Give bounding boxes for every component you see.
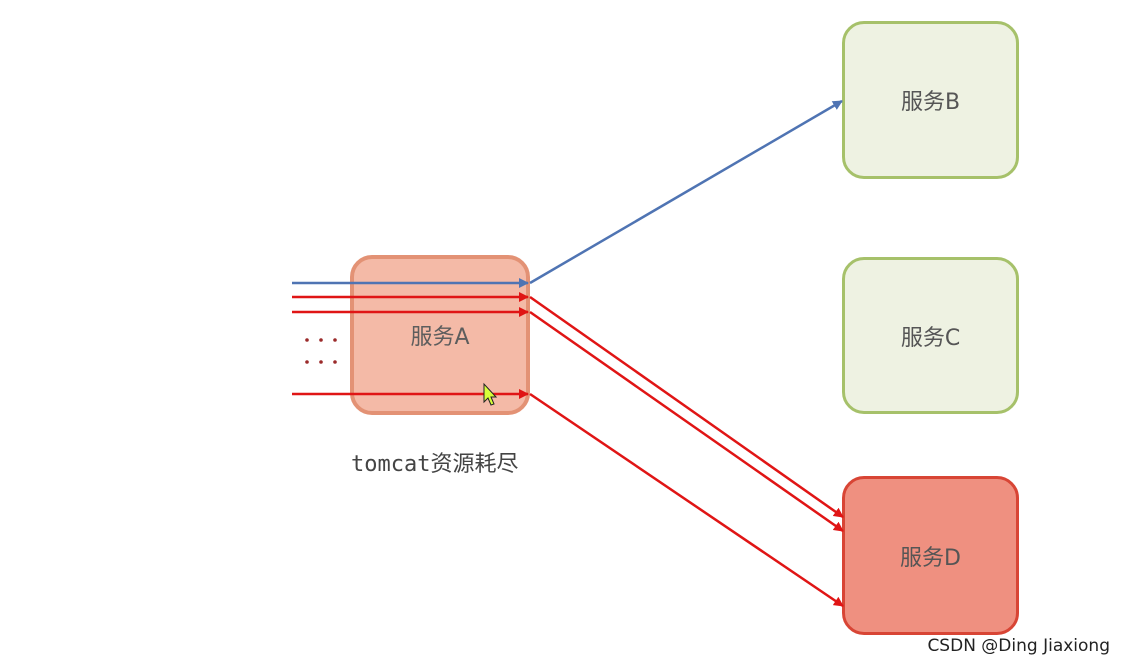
call-a-to-d-arrow-2 [529, 310, 844, 533]
service-a-label: 服务A [410, 325, 470, 350]
call-a-to-b-arrow [529, 99, 843, 285]
service-d-node: 服务D [842, 476, 1019, 635]
service-b-label: 服务B [900, 90, 961, 115]
call-a-to-d-arrow-1 [529, 295, 844, 519]
mouse-cursor-icon [483, 382, 498, 406]
diagram-caption: tomcat资源耗尽 [351, 452, 519, 477]
ellipsis-dots [305, 338, 337, 364]
service-c-label: 服务C [900, 325, 961, 351]
watermark: CSDN @Ding Jiaxiong [927, 636, 1110, 656]
call-a-to-d-arrow-3 [529, 392, 844, 608]
service-d-label: 服务D [900, 545, 961, 571]
service-c-node: 服务C [842, 257, 1019, 414]
service-b-node: 服务B [842, 21, 1019, 179]
service-a-node: 服务A [350, 255, 530, 415]
